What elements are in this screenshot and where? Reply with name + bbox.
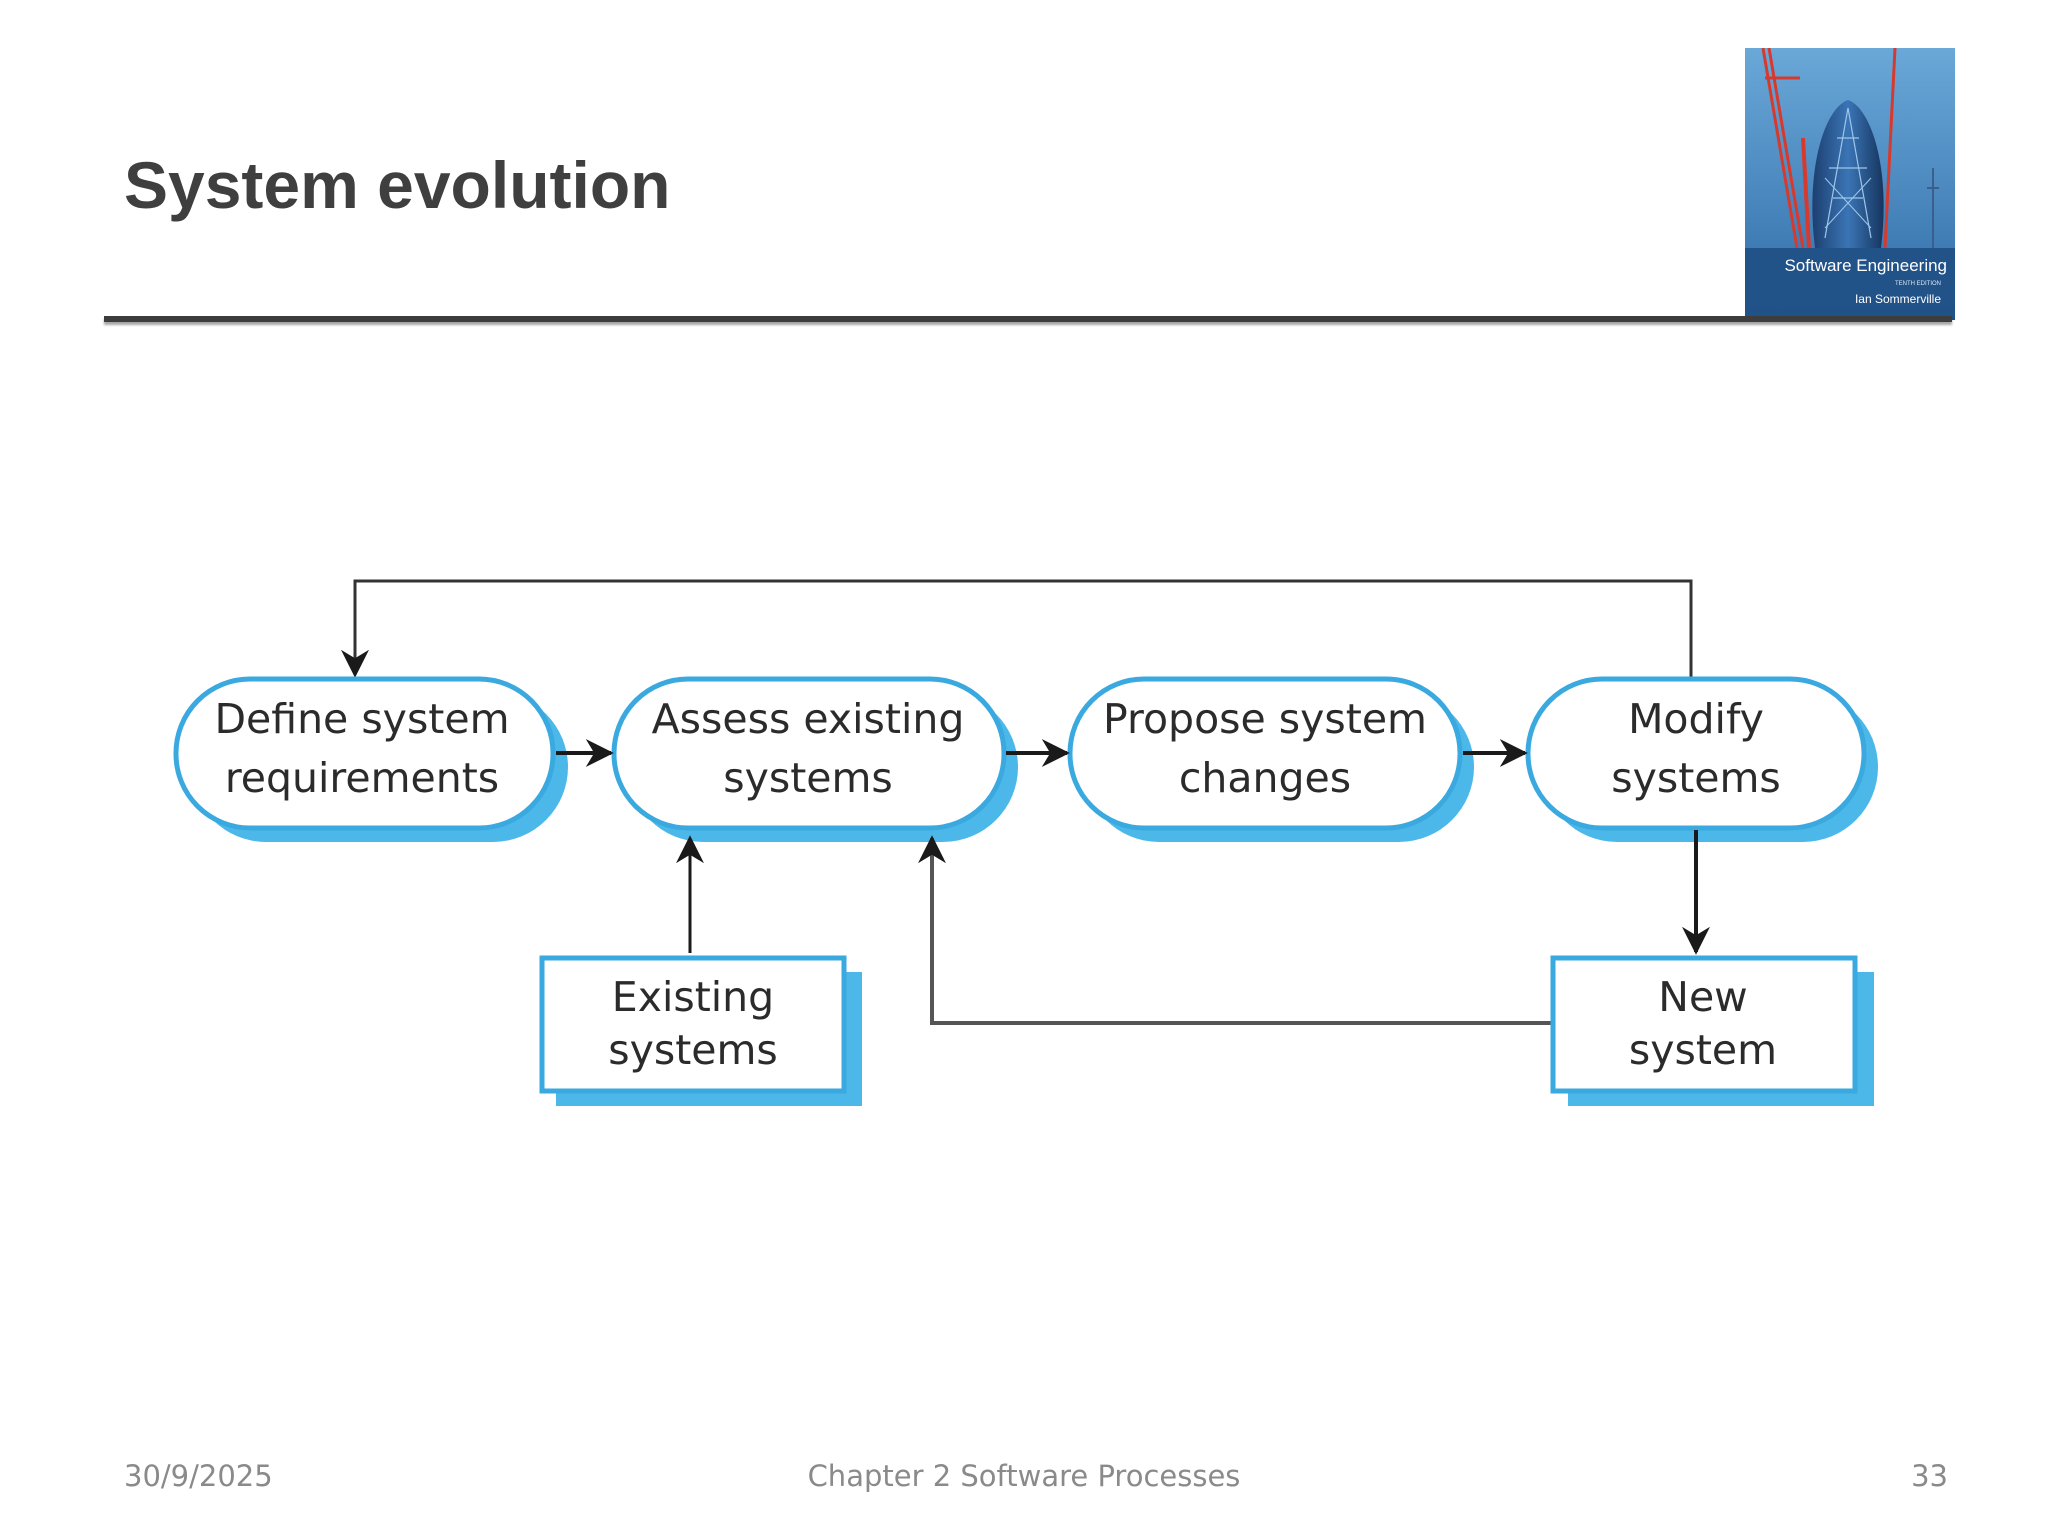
process-assess-existing: Assess existing systems <box>611 676 1018 842</box>
title-divider <box>104 316 1952 322</box>
process-modify-systems: Modify systems <box>1525 676 1878 842</box>
feedback-arrow-modify-to-define <box>341 579 1693 680</box>
book-cover-title: Software Engineering <box>1784 256 1947 275</box>
book-cover-author: Ian Sommerville <box>1854 292 1941 306</box>
process-define-label-line2: requirements <box>225 754 499 802</box>
process-modify-label-line2: systems <box>1611 754 1781 802</box>
book-cover-edition: TENTH EDITION <box>1895 281 1941 287</box>
document-new-system: New system <box>1550 955 1874 1106</box>
document-existing-systems: Existing systems <box>539 955 862 1106</box>
process-assess-label-line1: Assess existing <box>652 695 965 743</box>
process-define-label-line1: Define system <box>214 695 509 743</box>
document-new-label-line2: system <box>1629 1026 1777 1074</box>
process-propose-label-line2: changes <box>1179 754 1351 802</box>
process-modify-label-line1: Modify <box>1628 695 1764 743</box>
arrow-new-system-to-assess <box>918 835 1553 1025</box>
book-cover-art <box>1745 48 1955 320</box>
document-new-label-line1: New <box>1658 973 1747 1021</box>
document-existing-label-line2: systems <box>608 1026 778 1074</box>
footer-chapter: Chapter 2 Software Processes <box>807 1459 1241 1493</box>
slide-title: System evolution <box>124 148 671 222</box>
footer-page-number: 33 <box>1911 1459 1948 1493</box>
process-propose-label-line1: Propose system <box>1103 695 1427 743</box>
book-cover-image: Software Engineering TENTH EDITION Ian S… <box>1745 48 1955 320</box>
document-existing-label-line1: Existing <box>612 973 774 1021</box>
process-propose-changes: Propose system changes <box>1067 676 1474 842</box>
footer-date: 30/9/2025 <box>124 1459 273 1493</box>
process-define-requirements: Define system requirements <box>173 676 568 842</box>
process-assess-label-line2: systems <box>723 754 893 802</box>
